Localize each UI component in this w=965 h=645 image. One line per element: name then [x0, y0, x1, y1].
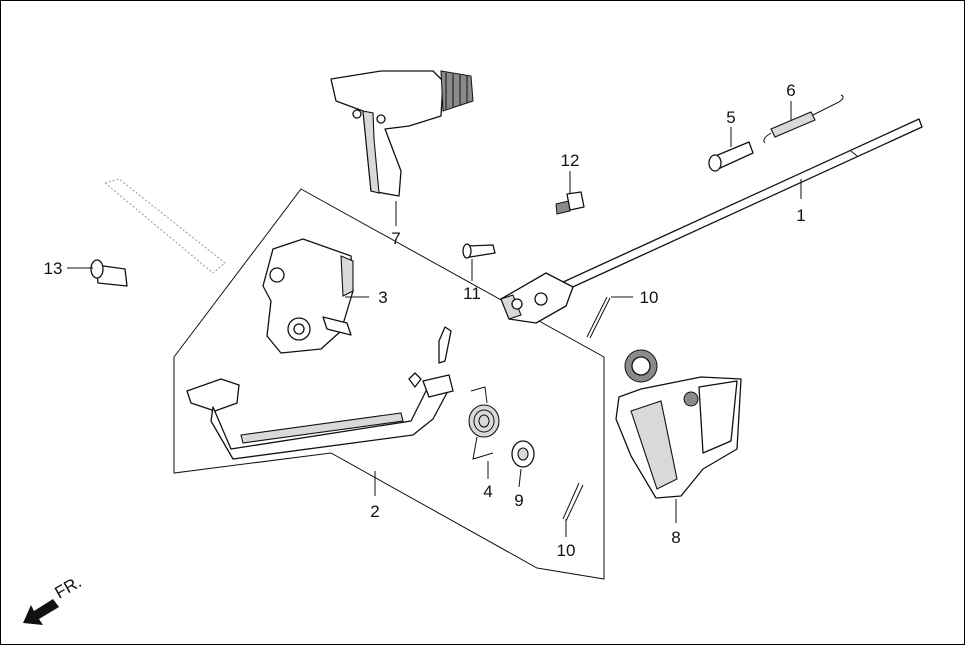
callout-12: 12	[561, 151, 580, 170]
leader-9	[518, 468, 522, 488]
direction-label: FR.	[52, 572, 85, 602]
part-bolt	[555, 191, 585, 215]
callout-8: 8	[671, 528, 680, 547]
assembly-group-outline	[173, 188, 605, 580]
callout-10-lower: 10	[557, 541, 576, 560]
part-sleeve	[708, 141, 754, 172]
part-washer	[511, 440, 535, 468]
part-pedal-arm	[186, 326, 454, 460]
part-clevis-pin	[462, 243, 496, 259]
part-spring	[763, 94, 844, 144]
part-torsion-spring	[468, 386, 500, 460]
callout-5: 5	[726, 108, 735, 127]
callout-3: 3	[378, 288, 387, 307]
callout-1: 1	[796, 206, 805, 225]
part-bushing	[90, 259, 128, 287]
callout-4: 4	[483, 482, 492, 501]
part-cotter-pin-upper	[586, 296, 611, 339]
callout-13: 13	[44, 259, 63, 278]
part-bracket	[262, 238, 354, 354]
callout-7: 7	[391, 229, 400, 248]
front-direction-arrow-icon	[23, 599, 59, 625]
callout-10-upper: 10	[640, 288, 659, 307]
callout-9: 9	[514, 491, 523, 510]
part-pedal-bracket	[615, 349, 742, 499]
callout-2: 2	[370, 502, 379, 521]
part-handle	[330, 70, 474, 197]
shaft-reference	[103, 178, 226, 274]
part-cotter-pin-lower	[562, 482, 584, 522]
callout-11: 11	[463, 284, 481, 303]
callout-6: 6	[786, 81, 795, 100]
part-rod	[500, 118, 923, 324]
